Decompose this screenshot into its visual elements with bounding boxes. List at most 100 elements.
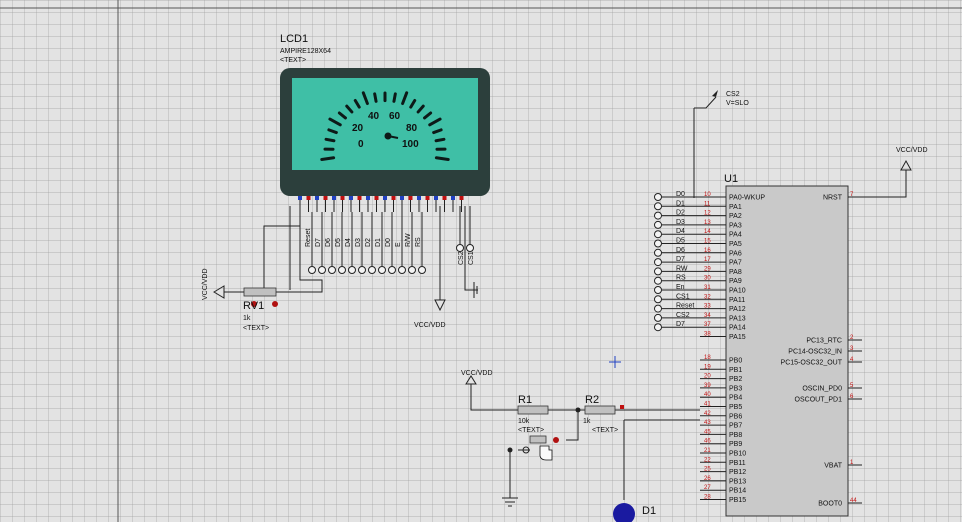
u1-pin-number: 5 (850, 383, 854, 389)
u1-pin-number: 20 (704, 374, 711, 380)
u1-pin-name: PB9 (729, 441, 742, 448)
lcd-pin-marker (366, 196, 370, 200)
u1-pin-number: 2 (850, 335, 854, 341)
u1-pin-name: PB13 (729, 478, 746, 485)
u1-ref: U1 (724, 173, 738, 185)
u1-net-terminal[interactable] (654, 295, 662, 304)
r1-component[interactable]: R1 10k <TEXT> (517, 394, 549, 434)
pot-dot (553, 437, 559, 443)
cs2-probe[interactable]: CS2 V=SLO (693, 90, 749, 198)
u1-pin-number: 18 (704, 355, 711, 361)
gauge-tick-mark (345, 104, 354, 114)
lcd-pin-label-d6: D6 (325, 238, 332, 247)
u1-pin-name: PB7 (729, 423, 742, 430)
u1-net-terminal[interactable] (654, 230, 662, 239)
u1-pin-number: 21 (704, 448, 711, 454)
pot-wiper[interactable] (522, 435, 559, 461)
lcd-pin-label-e: E (395, 242, 402, 247)
u1-pin-name: PA11 (729, 297, 745, 304)
u1-pin-number: 27 (704, 485, 711, 491)
r1-value: 10k (518, 418, 530, 425)
gauge-tick-mark (392, 92, 397, 103)
gauge-tick-mark (434, 137, 446, 143)
lcd1-component[interactable]: LCD1 AMPIRE128X64 <TEXT> 0 20 40 60 80 1… (280, 33, 490, 274)
u1-net-terminal[interactable] (654, 267, 662, 276)
u1-net-label: D5 (676, 238, 685, 245)
u1-pin-number: 43 (704, 420, 711, 426)
r2-ref: R2 (585, 394, 599, 406)
cs2-probe-state: V=SLO (726, 100, 749, 107)
d1-body (613, 503, 635, 522)
gauge-tick-mark (423, 111, 433, 120)
u1-pin-number: 34 (704, 313, 711, 319)
gauge-tick-mark (432, 128, 443, 135)
u1-pin-name: PA12 (729, 306, 746, 313)
u1-net-terminal[interactable] (654, 304, 662, 313)
u1-net-terminal[interactable] (654, 323, 662, 332)
ground-junction (507, 447, 513, 453)
u1-pin-name: PB3 (729, 385, 742, 392)
nrst-vcc-arrow (900, 159, 912, 171)
u1-net-terminal[interactable] (654, 211, 662, 220)
lcd-pin-marker (383, 196, 387, 200)
u1-pin-name: OSCOUT_PD1 (795, 397, 843, 404)
u1-net-label: En (676, 284, 685, 291)
u1-net-terminal[interactable] (654, 258, 662, 267)
rv1-ref: RV1 (243, 300, 264, 312)
u1-net-terminal[interactable] (654, 276, 662, 285)
lcd-cs-terminal (466, 244, 474, 252)
u1-net-label: RW (676, 265, 688, 272)
lcd1-part: AMPIRE128X64 (280, 48, 331, 55)
u1-net-terminal[interactable] (654, 220, 662, 229)
u1-pin-name: PA5 (729, 241, 742, 248)
u1-pin-number: 30 (704, 276, 711, 282)
u1-pin-number: 10 (704, 192, 711, 198)
u1-net-terminal[interactable] (654, 286, 662, 294)
u1-net-terminal[interactable] (654, 313, 662, 322)
u1-net-label: CS2 (676, 312, 690, 319)
u1-pin-name: PA9 (729, 278, 742, 285)
lcd-pin-marker (332, 196, 336, 200)
u1-pin-name: PA1 (729, 204, 742, 211)
gauge-tick-0: 0 (358, 139, 364, 150)
r2-component[interactable]: R2 1k <TEXT> (583, 394, 618, 434)
u1-net-terminal[interactable] (654, 248, 662, 257)
lcd-pin-marker (391, 196, 396, 200)
r1-vcc-label: VCC/VDD (461, 370, 493, 377)
lcd1-gauge (320, 91, 450, 162)
lcd-pin-label-cs2: CS2 (458, 251, 465, 265)
rv1-wiper-left (251, 301, 257, 307)
ground-symbol (502, 497, 518, 507)
lcd-pin-marker (400, 196, 404, 200)
u1-pin-name: PA4 (729, 232, 742, 239)
u1-pin-name: OSCIN_PD0 (802, 386, 842, 393)
gauge-tick-mark (337, 111, 347, 120)
u1-pin-name: PA15 (729, 334, 746, 341)
u1-pin-number: 3 (850, 346, 854, 352)
u1-pin-name: PB1 (729, 367, 742, 374)
u1-net-terminal[interactable] (654, 202, 662, 211)
lcd-vcc-arrow (434, 299, 446, 312)
lcd-pin-label-rw: R/W (405, 233, 412, 247)
u1-net-terminal[interactable] (654, 193, 662, 201)
lcd-terminal (398, 266, 406, 274)
u1-pin-number: 19 (704, 364, 711, 370)
gauge-tick-60: 60 (389, 111, 401, 122)
gauge-tick-mark (324, 137, 336, 143)
d1-component[interactable]: D1 (613, 503, 656, 522)
u1-pin-name: PC13_RTC (806, 338, 842, 345)
gauge-tick-20: 20 (352, 123, 364, 134)
u1-pin-name: NRST (823, 195, 843, 202)
u1-net-label: Reset (676, 303, 694, 310)
u1-pin-number: 45 (704, 429, 711, 435)
u1-net-label: D0 (676, 191, 685, 198)
lcd-pin-marker (374, 196, 379, 200)
u1-pin-name: PB2 (729, 376, 742, 383)
u1-net-label: D4 (676, 228, 685, 235)
u1-net-terminal[interactable] (654, 239, 662, 248)
rv1-component[interactable]: VCC/VDD RV1 1k <TEXT> (202, 268, 278, 332)
u1-net-label: D3 (676, 219, 685, 226)
